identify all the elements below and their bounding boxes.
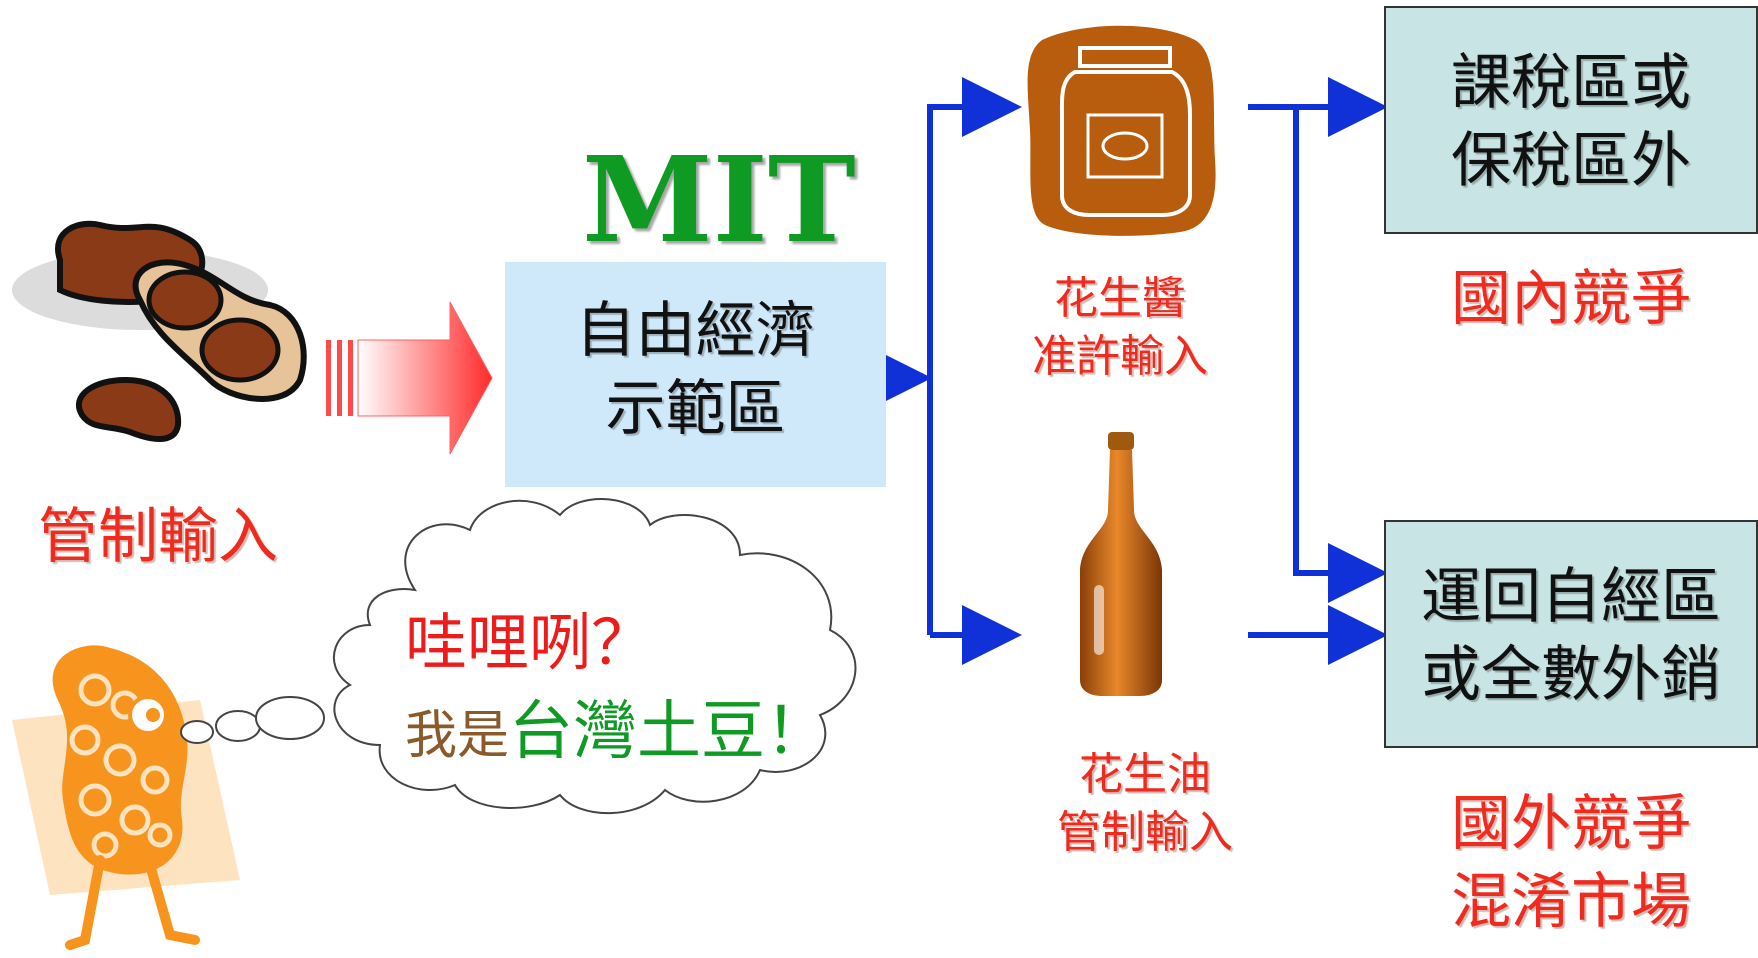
product-line2: 管制輸入	[1057, 807, 1233, 858]
outcome-line2: 或全數外銷	[1421, 640, 1721, 710]
bubble-prefix: 我是	[405, 706, 510, 766]
peanut-oil-label: 花生油 管制輸入	[1030, 746, 1260, 862]
free-economic-zone-box: 自由經濟 示範區	[505, 262, 886, 487]
export-outcome-box: 運回自經區 或全數外銷	[1384, 520, 1758, 748]
outcome-line1: 運回自經區	[1421, 562, 1721, 632]
bubble-line2: 我是台灣土豆！	[405, 680, 829, 772]
bubble-highlight: 台灣土豆！	[509, 695, 830, 769]
blue-arrows	[872, 77, 1388, 665]
product-line1: 花生醬	[1054, 273, 1186, 324]
domestic-outcome-box: 課稅區或 保稅區外	[1384, 6, 1758, 234]
export-caption: 國外競爭 混淆市場	[1384, 785, 1758, 941]
bubble-line1: 哇哩咧？	[405, 606, 654, 679]
import-arrow	[326, 301, 493, 455]
caption-line1: 國外競爭	[1451, 789, 1691, 859]
zone-line1: 自由經濟	[575, 296, 816, 366]
outcome-line1: 課稅區或	[1451, 48, 1691, 118]
peanut-butter-label: 花生醬 准許輸入	[1010, 270, 1230, 386]
domestic-caption: 國內競爭	[1451, 264, 1691, 334]
product-line1: 花生油	[1079, 749, 1211, 800]
zone-line2: 示範區	[605, 374, 786, 444]
product-line2: 准許輸入	[1032, 331, 1208, 382]
outcome-line2: 保稅區外	[1451, 126, 1691, 196]
mit-brand: MIT	[582, 130, 856, 269]
source-label: 管制輸入	[38, 502, 278, 572]
caption-line2: 混淆市場	[1451, 867, 1691, 937]
